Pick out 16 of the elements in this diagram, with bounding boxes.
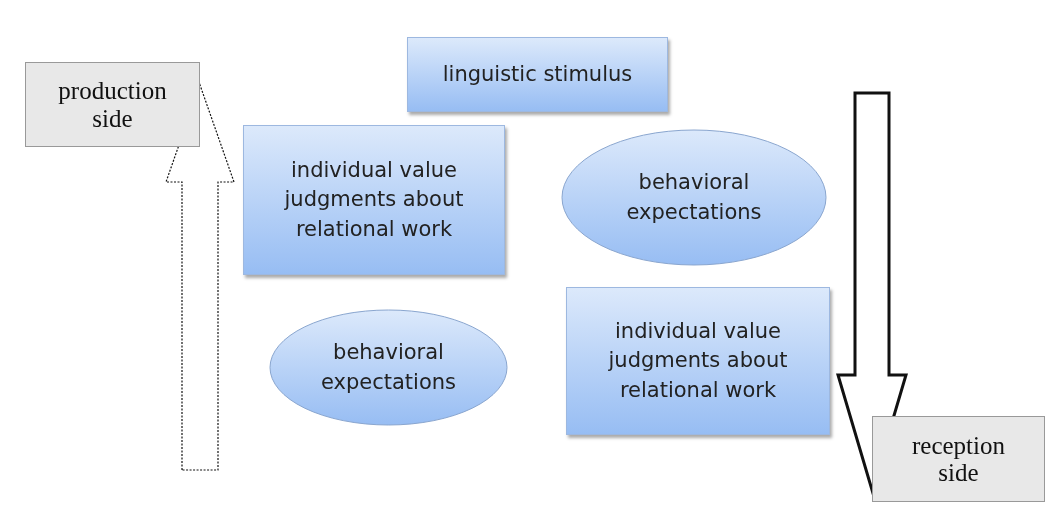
node-text: individual value judgments about relational work <box>283 156 465 243</box>
concept-box <box>566 287 830 435</box>
concept-box <box>407 37 668 112</box>
node-text: individual value judgments about relational work <box>607 317 789 404</box>
node-text: behavioral expectations <box>319 339 457 396</box>
node-text: linguistic stimulus <box>441 60 634 88</box>
block-arrow <box>836 91 908 496</box>
node-text: production side <box>57 77 168 132</box>
label-box <box>25 62 200 147</box>
block-arrow <box>165 83 235 471</box>
node-text: behavioral expectations <box>625 169 763 226</box>
ellipse-node <box>562 130 826 265</box>
node-text: reception side <box>911 431 1006 487</box>
label-box <box>872 416 1045 502</box>
ellipse-node <box>270 310 507 425</box>
concept-box <box>243 125 505 275</box>
